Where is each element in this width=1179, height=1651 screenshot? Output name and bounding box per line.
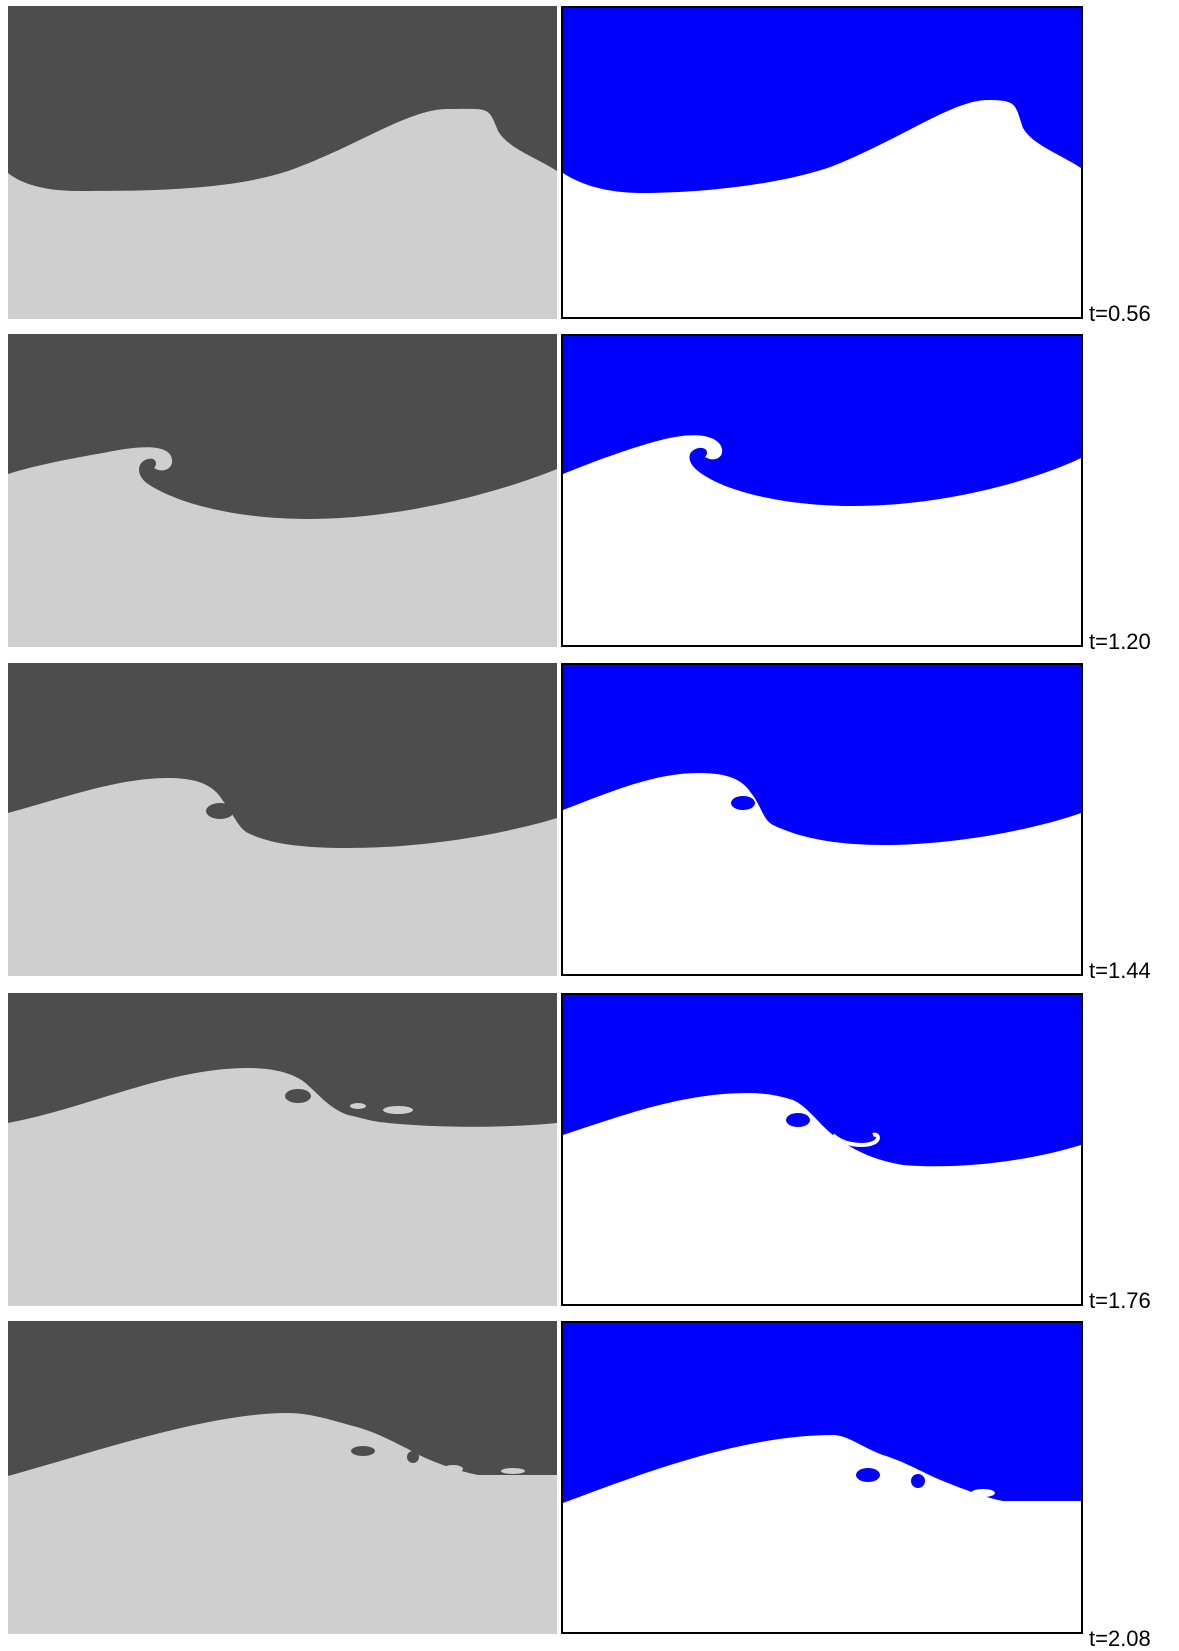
grayscale-wave-image-2 [8,334,557,647]
color-wave-image-1 [563,8,1081,317]
snapshot-row-2: t=1.20 [0,334,1179,654]
grayscale-wave-panel-2 [8,334,557,647]
color-wave-panel-4 [561,993,1083,1306]
color-wave-panel-2 [561,334,1083,647]
grayscale-wave-panel-3 [8,663,557,976]
color-wave-image-4 [563,995,1081,1304]
grayscale-wave-panel-4 [8,993,557,1306]
grayscale-wave-image-5 [8,1321,557,1634]
time-label: t=2.08 [1089,1626,1151,1651]
grayscale-wave-image-3 [8,663,557,976]
grayscale-wave-image-4 [8,993,557,1306]
snapshot-row-1: t=0.56 [0,6,1179,326]
time-label: t=1.76 [1089,1288,1151,1313]
grayscale-wave-image-1 [8,6,557,319]
color-wave-panel-1 [561,6,1083,319]
grayscale-wave-panel-1 [8,6,557,319]
time-label: t=1.44 [1089,958,1151,983]
color-wave-image-2 [563,336,1081,645]
grayscale-wave-panel-5 [8,1321,557,1634]
color-wave-image-5 [563,1323,1081,1632]
snapshot-row-5: t=2.08 [0,1321,1179,1651]
snapshot-row-3: t=1.44 [0,663,1179,983]
snapshot-row-4: t=1.76 [0,993,1179,1313]
time-label: t=1.20 [1089,629,1151,654]
color-wave-panel-5 [561,1321,1083,1634]
color-wave-panel-3 [561,663,1083,976]
time-label: t=0.56 [1089,301,1151,326]
color-wave-image-3 [563,665,1081,974]
